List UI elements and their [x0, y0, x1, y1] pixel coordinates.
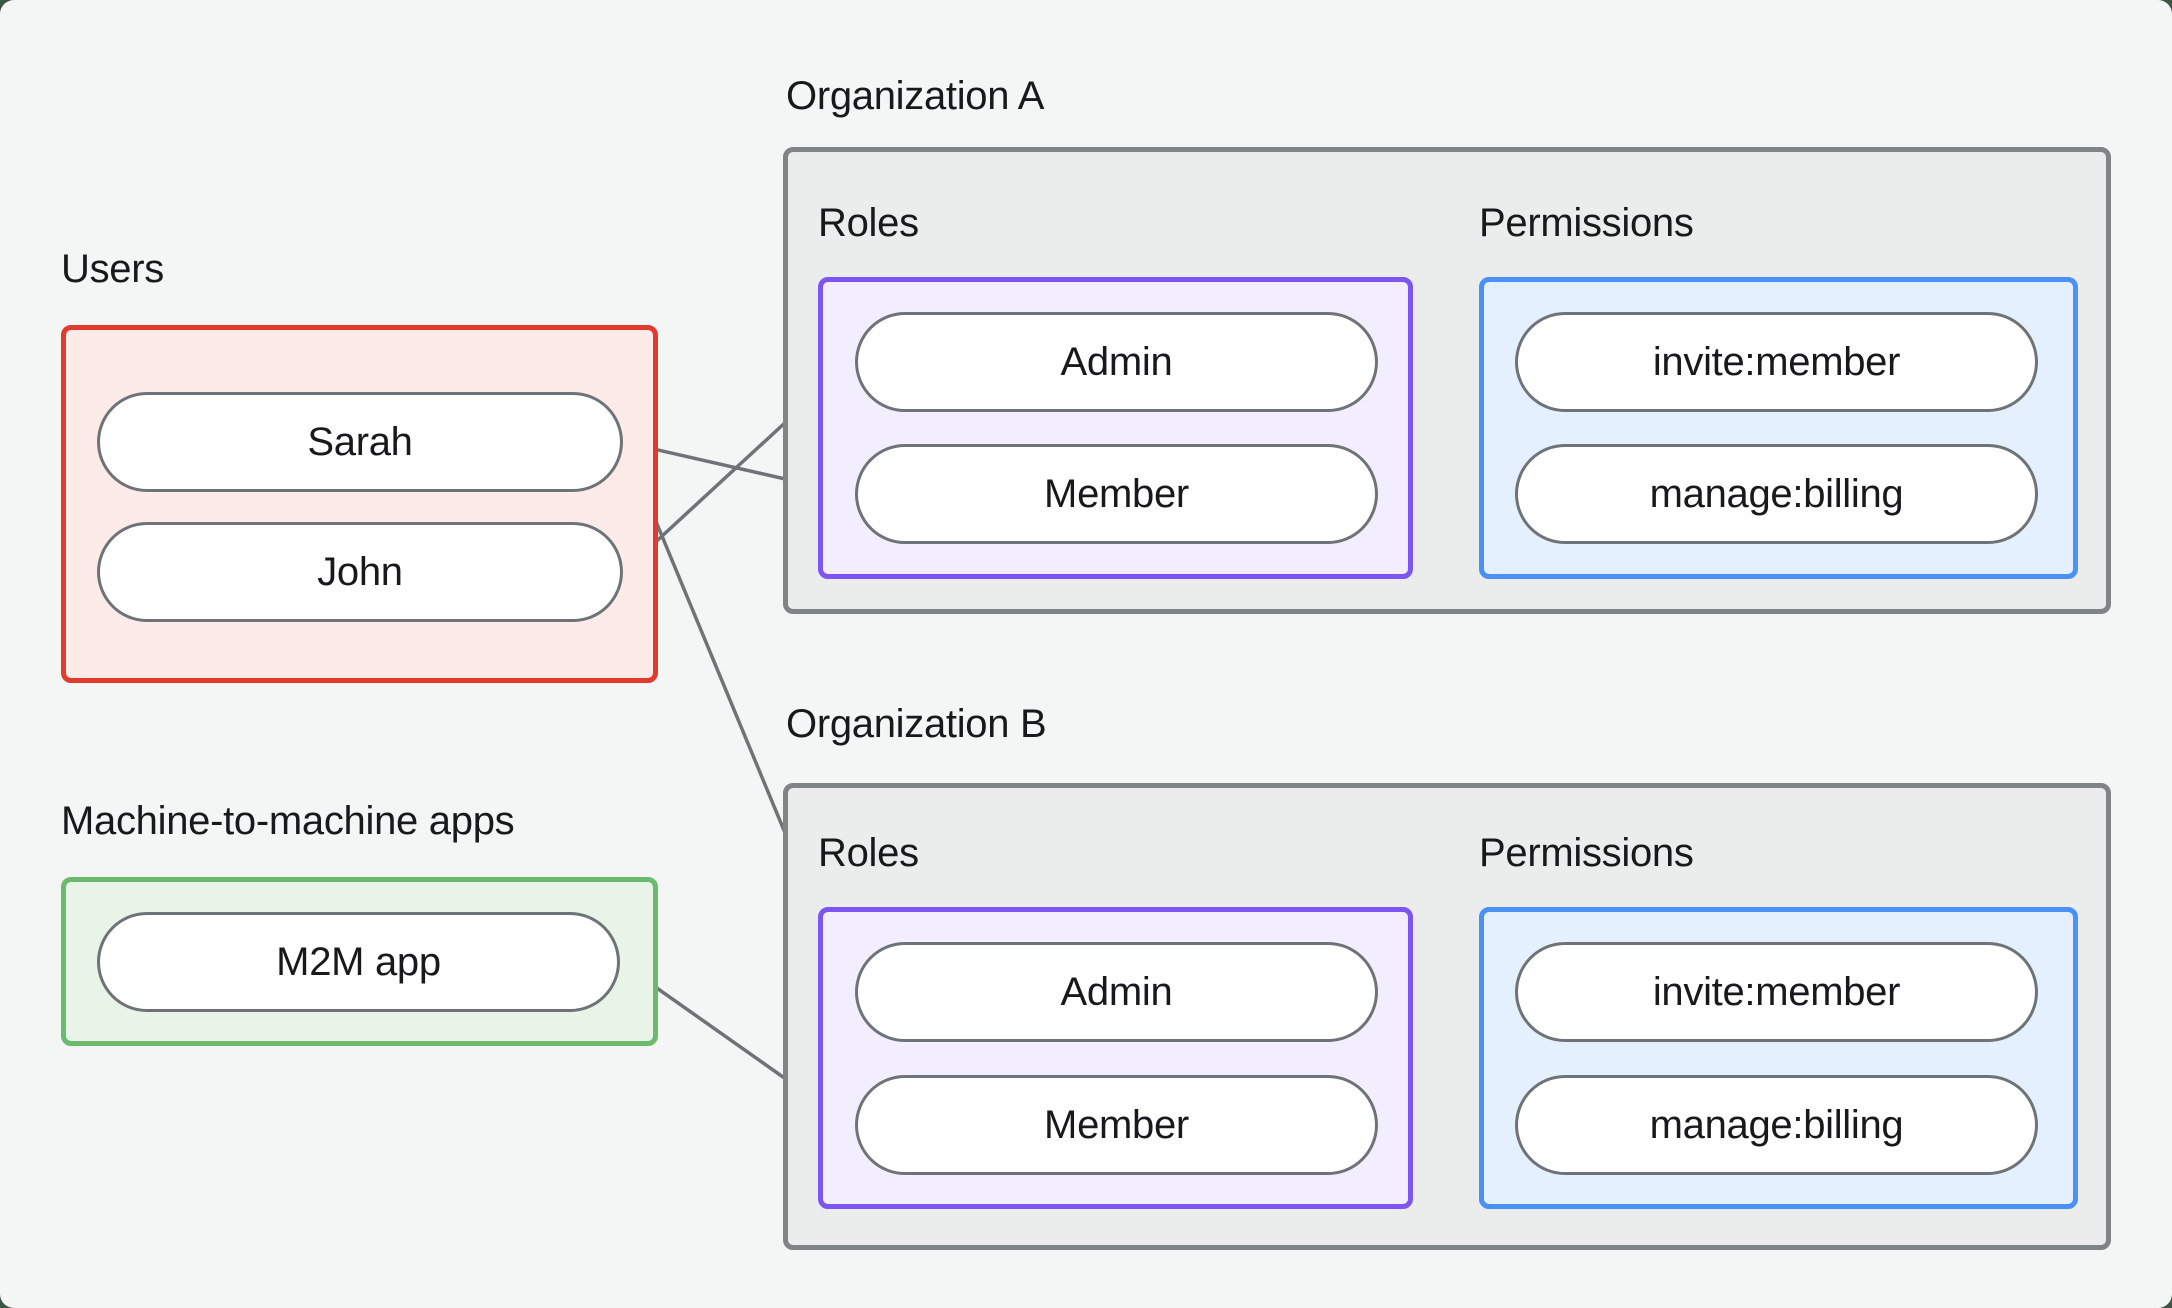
org-b-permission-pill-invite-member: invite:member [1515, 942, 2038, 1042]
org-b-title: Organization B [786, 702, 1047, 746]
org-b-role-pill-admin: Admin [855, 942, 1378, 1042]
users-group-box [61, 325, 658, 683]
org-b-permissions-label: Permissions [1479, 831, 1694, 875]
users-group-label: Users [61, 247, 164, 291]
org-a-role-pill-member: Member [855, 444, 1378, 544]
org-a-role-pill-admin: Admin [855, 312, 1378, 412]
org-b-role-pill-member: Member [855, 1075, 1378, 1175]
user-pill-sarah: Sarah [97, 392, 623, 492]
org-a-roles-label: Roles [818, 201, 919, 245]
org-a-title: Organization A [786, 74, 1045, 118]
org-a-permission-pill-manage-billing: manage:billing [1515, 444, 2038, 544]
org-a-permission-pill-invite-member: invite:member [1515, 312, 2038, 412]
m2m-group-label: Machine-to-machine apps [61, 799, 515, 843]
user-pill-john: John [97, 522, 623, 622]
org-a-permissions-label: Permissions [1479, 201, 1694, 245]
org-b-roles-label: Roles [818, 831, 919, 875]
m2m-app-pill: M2M app [97, 912, 620, 1012]
org-b-permission-pill-manage-billing: manage:billing [1515, 1075, 2038, 1175]
